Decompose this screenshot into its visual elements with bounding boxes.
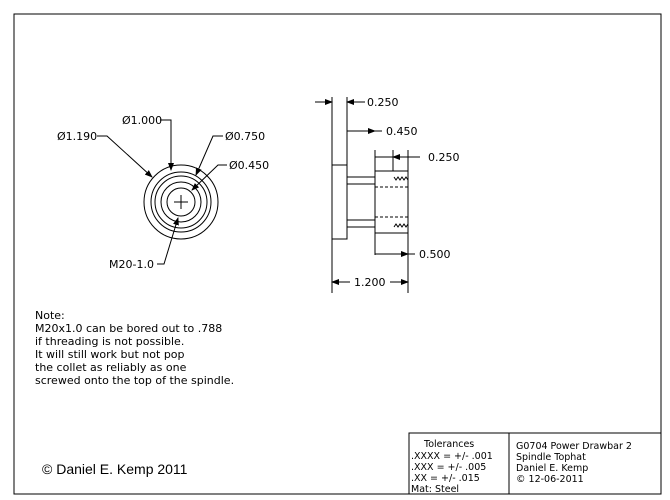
note-line: the collet as reliably as one	[35, 361, 187, 374]
shoulder-circle	[154, 175, 208, 229]
title-block	[408, 432, 662, 495]
title-block-line: © 12-06-2011	[516, 474, 584, 485]
title-block-line: G0704 Power Drawbar 2	[516, 441, 632, 452]
outer-circle	[143, 164, 219, 240]
note-line: M20x1.0 can be bored out to .788	[35, 322, 222, 335]
title-block-line: Daniel E. Kemp	[516, 463, 588, 474]
front-view	[143, 164, 219, 240]
dim-0250-top-label: 0.250	[367, 96, 399, 109]
right-body	[374, 170, 409, 234]
copyright-text: © Daniel E. Kemp 2011	[42, 461, 188, 477]
tolerance-row: .XX = +/- .015	[411, 473, 480, 484]
side-view-dimensions	[315, 97, 420, 293]
dim-d1000-label: Ø1.000	[122, 114, 162, 127]
sheet-border	[13, 13, 662, 495]
dim-d1190-label: Ø1.190	[57, 130, 97, 143]
side-view	[331, 164, 409, 240]
dim-1200-label: 1.200	[354, 276, 386, 289]
flange-body	[331, 164, 348, 240]
tolerance-row: .XXXX = +/- .001	[411, 451, 493, 462]
note-heading: Note:	[35, 309, 65, 322]
tolerances-title: Tolerances	[423, 439, 474, 450]
material-label: Mat: Steel	[411, 484, 459, 495]
bore-circle	[166, 187, 196, 217]
dim-0450-label: 0.450	[386, 125, 418, 138]
tolerance-row: .XXX = +/- .005	[411, 462, 486, 473]
thread-label: M20-1.0	[109, 258, 154, 271]
thread-top	[393, 176, 409, 181]
dim-d0750-label: Ø0.750	[225, 130, 265, 143]
front-view-leaders	[97, 119, 227, 265]
note-line: if threading is not possible.	[35, 335, 184, 348]
thread-major-circle	[160, 181, 202, 223]
note-line: It will still work but not pop	[35, 348, 185, 361]
note-line: screwed onto the top of the spindle.	[35, 374, 234, 387]
title-block-line: Spindle Tophat	[516, 452, 586, 463]
note-block: Note: M20x1.0 can be bored out to .788 i…	[35, 309, 234, 387]
flange-circle	[150, 171, 212, 233]
thread-bottom	[393, 223, 409, 228]
dim-0250-right-label: 0.250	[428, 151, 460, 164]
dim-0500-label: 0.500	[419, 248, 451, 261]
dim-d0450-label: Ø0.450	[229, 159, 269, 172]
